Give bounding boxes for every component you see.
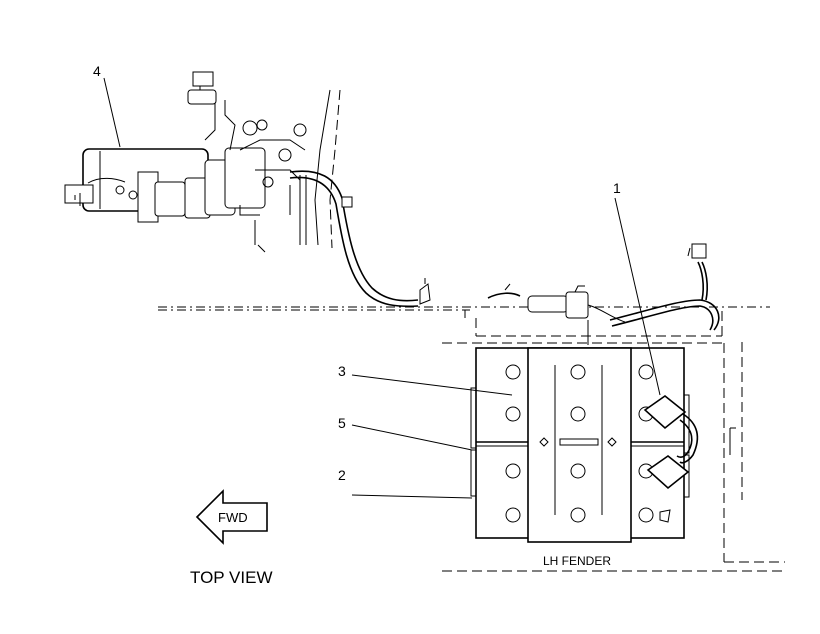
fender-label: LH FENDER (543, 554, 611, 568)
callout-5: 5 (338, 415, 346, 431)
callout-1: 1 (613, 180, 621, 196)
starter-motor (64, 71, 341, 253)
callout-3: 3 (338, 363, 346, 379)
battery-cable (289, 170, 720, 345)
frame-outline (158, 306, 785, 572)
battery-box (470, 347, 699, 543)
forward-arrow-icon (195, 489, 268, 545)
view-title: TOP VIEW (190, 568, 273, 587)
forward-arrow-label: FWD (218, 510, 248, 525)
callout-2: 2 (338, 467, 346, 483)
callout-4: 4 (93, 63, 101, 79)
callout-leaders (103, 77, 661, 499)
